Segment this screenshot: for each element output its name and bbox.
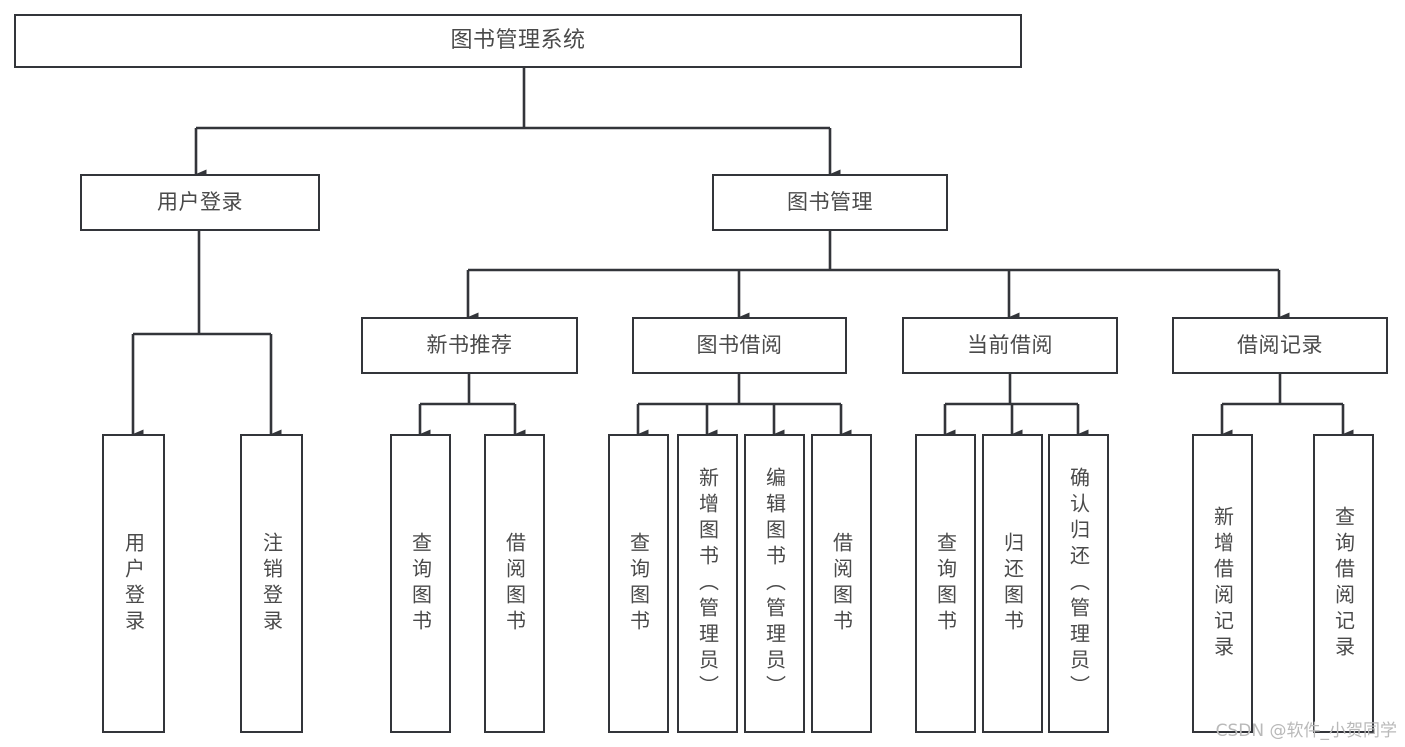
node-label: 借阅图书 bbox=[502, 531, 527, 636]
node-leaf-confirm-return[interactable]: 确认归还（管理员） bbox=[1048, 434, 1109, 733]
node-label: 用户登录 bbox=[157, 189, 243, 214]
node-current-borrow[interactable]: 当前借阅 bbox=[902, 317, 1118, 374]
node-book-management[interactable]: 图书管理 bbox=[712, 174, 948, 231]
node-leaf-borrow-book-1[interactable]: 借阅图书 bbox=[484, 434, 545, 733]
node-label: 图书管理 bbox=[787, 189, 873, 214]
watermark-text: CSDN @软件_小贺同学 bbox=[1215, 721, 1397, 741]
node-label: 编辑图书（管理员） bbox=[762, 466, 787, 701]
node-label: 新增图书（管理员） bbox=[695, 466, 720, 701]
node-leaf-edit-book[interactable]: 编辑图书（管理员） bbox=[744, 434, 805, 733]
node-label: 查询借阅记录 bbox=[1331, 505, 1356, 662]
node-label: 新书推荐 bbox=[426, 332, 513, 357]
node-user-login[interactable]: 用户登录 bbox=[80, 174, 320, 231]
node-leaf-return-book[interactable]: 归还图书 bbox=[982, 434, 1043, 733]
node-leaf-query-book-2[interactable]: 查询图书 bbox=[608, 434, 669, 733]
node-label: 图书管理系统 bbox=[450, 27, 586, 53]
node-label: 新增借阅记录 bbox=[1210, 505, 1235, 662]
node-label: 借阅记录 bbox=[1237, 332, 1323, 357]
node-borrow-record[interactable]: 借阅记录 bbox=[1172, 317, 1388, 374]
node-root-system[interactable]: 图书管理系统 bbox=[14, 14, 1022, 68]
node-leaf-add-record[interactable]: 新增借阅记录 bbox=[1192, 434, 1253, 733]
node-label: 注销登录 bbox=[259, 531, 284, 636]
node-label: 确认归还（管理员） bbox=[1066, 466, 1091, 701]
node-book-borrow[interactable]: 图书借阅 bbox=[632, 317, 847, 374]
node-leaf-logout[interactable]: 注销登录 bbox=[240, 434, 303, 733]
node-label: 图书借阅 bbox=[696, 332, 783, 357]
node-leaf-query-book-3[interactable]: 查询图书 bbox=[915, 434, 976, 733]
node-leaf-query-book-1[interactable]: 查询图书 bbox=[390, 434, 451, 733]
node-leaf-query-record[interactable]: 查询借阅记录 bbox=[1313, 434, 1374, 733]
node-label: 借阅图书 bbox=[829, 531, 854, 636]
node-leaf-borrow-book-2[interactable]: 借阅图书 bbox=[811, 434, 872, 733]
node-leaf-add-book[interactable]: 新增图书（管理员） bbox=[677, 434, 738, 733]
node-label: 当前借阅 bbox=[967, 332, 1053, 357]
node-new-book-recommend[interactable]: 新书推荐 bbox=[361, 317, 578, 374]
node-leaf-user-login[interactable]: 用户登录 bbox=[102, 434, 165, 733]
node-label: 查询图书 bbox=[626, 531, 651, 636]
node-label: 用户登录 bbox=[121, 531, 146, 636]
node-label: 查询图书 bbox=[408, 531, 433, 636]
node-label: 归还图书 bbox=[1000, 531, 1025, 636]
node-label: 查询图书 bbox=[933, 531, 958, 636]
